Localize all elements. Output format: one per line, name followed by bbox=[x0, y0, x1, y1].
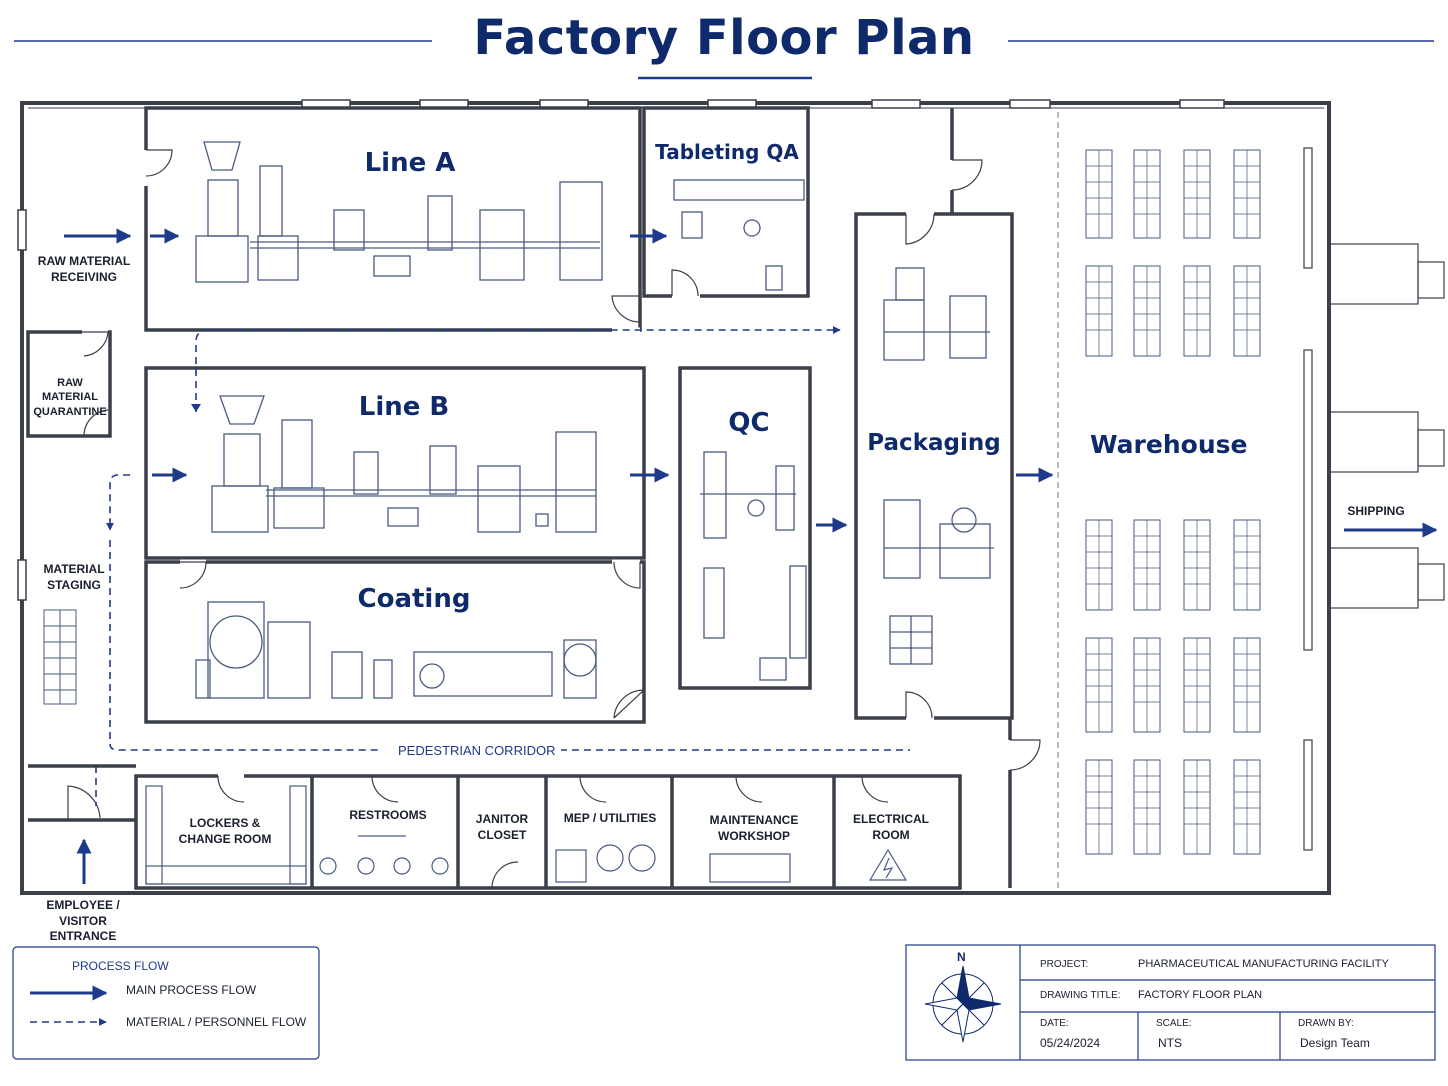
tb-date-key: DATE: bbox=[1040, 1018, 1069, 1029]
tb-scale-value: NTS bbox=[1158, 1036, 1182, 1050]
room-label-maintenance: MAINTENANCE WORKSHOP bbox=[709, 813, 799, 843]
tb-drawn-key: DRAWN BY: bbox=[1298, 1018, 1354, 1029]
compass-rose-icon bbox=[924, 965, 1002, 1043]
tb-project-value: PHARMACEUTICAL MANUFACTURING FACILITY bbox=[1138, 958, 1389, 970]
room-label-janitor: JANITOR CLOSET bbox=[475, 812, 529, 842]
flow-arrowheads-small bbox=[191, 404, 201, 412]
area-label-line-a: Line A bbox=[364, 148, 456, 178]
tb-drawing-value: FACTORY FLOOR PLAN bbox=[1138, 989, 1263, 1001]
warehouse-racks bbox=[1085, 149, 1261, 855]
legend-material-flow: MATERIAL / PERSONNEL FLOW bbox=[126, 1015, 307, 1029]
room-label-raw-receiving: RAW MATERIAL RECEIVING bbox=[37, 254, 131, 284]
packaging-equipment bbox=[883, 267, 994, 665]
staging-pallets bbox=[43, 609, 77, 705]
doors bbox=[67, 149, 1041, 889]
title-block-frame bbox=[905, 944, 1436, 1061]
entrance-label: EMPLOYEE / VISITOR ENTRANCE bbox=[46, 898, 120, 944]
material-flow-paths bbox=[95, 326, 910, 806]
main-flow-arrows bbox=[64, 228, 1438, 884]
area-label-line-b: Line B bbox=[358, 392, 450, 422]
room-label-electrical: ELECTRICAL ROOM bbox=[853, 812, 929, 842]
windows bbox=[17, 99, 1225, 601]
tb-date-value: 05/24/2024 bbox=[1040, 1036, 1101, 1050]
line-a-equipment bbox=[195, 141, 603, 283]
area-label-coating: Coating bbox=[357, 584, 471, 614]
corridor-label: PEDESTRIAN CORRIDOR bbox=[392, 743, 562, 758]
title-rules bbox=[14, 40, 1434, 80]
interior-walls bbox=[26, 106, 1014, 890]
coating-equipment bbox=[195, 601, 597, 699]
area-label-tableting-qa: Tableting QA bbox=[655, 140, 799, 164]
area-label-qc: QC bbox=[728, 408, 770, 438]
tb-project-key: PROJECT: bbox=[1040, 959, 1089, 970]
tb-drawn-value: Design Team bbox=[1300, 1036, 1370, 1050]
room-label-lockers: LOCKERS & CHANGE ROOM bbox=[178, 816, 272, 846]
line-b-equipment bbox=[211, 395, 597, 533]
legend-box bbox=[12, 946, 320, 1060]
loading-docks bbox=[1303, 147, 1445, 851]
compass-north-letter: N bbox=[957, 950, 966, 964]
area-label-warehouse: Warehouse bbox=[1090, 430, 1248, 459]
bottom-room-fixtures bbox=[145, 785, 908, 885]
legend-title: PROCESS FLOW bbox=[72, 959, 169, 973]
area-label-packaging: Packaging bbox=[867, 430, 1001, 456]
tb-drawing-key: DRAWING TITLE: bbox=[1040, 990, 1121, 1001]
legend-main-flow: MAIN PROCESS FLOW bbox=[126, 983, 257, 997]
qc-equipment bbox=[700, 451, 807, 681]
room-label-material-staging: MATERIAL STAGING bbox=[43, 562, 105, 592]
page-title: Factory Floor Plan bbox=[473, 10, 975, 66]
shipping-label: SHIPPING bbox=[1347, 504, 1405, 518]
room-label-mep: MEP / UTILITIES bbox=[563, 811, 657, 825]
tableting-qa-equipment bbox=[673, 179, 805, 291]
room-label-raw-quarantine: RAW MATERIAL QUARANTINE bbox=[33, 377, 107, 418]
tb-scale-key: SCALE: bbox=[1156, 1018, 1192, 1029]
room-label-restrooms: RESTROOMS bbox=[349, 808, 427, 822]
rack-shelves bbox=[1086, 150, 1260, 854]
